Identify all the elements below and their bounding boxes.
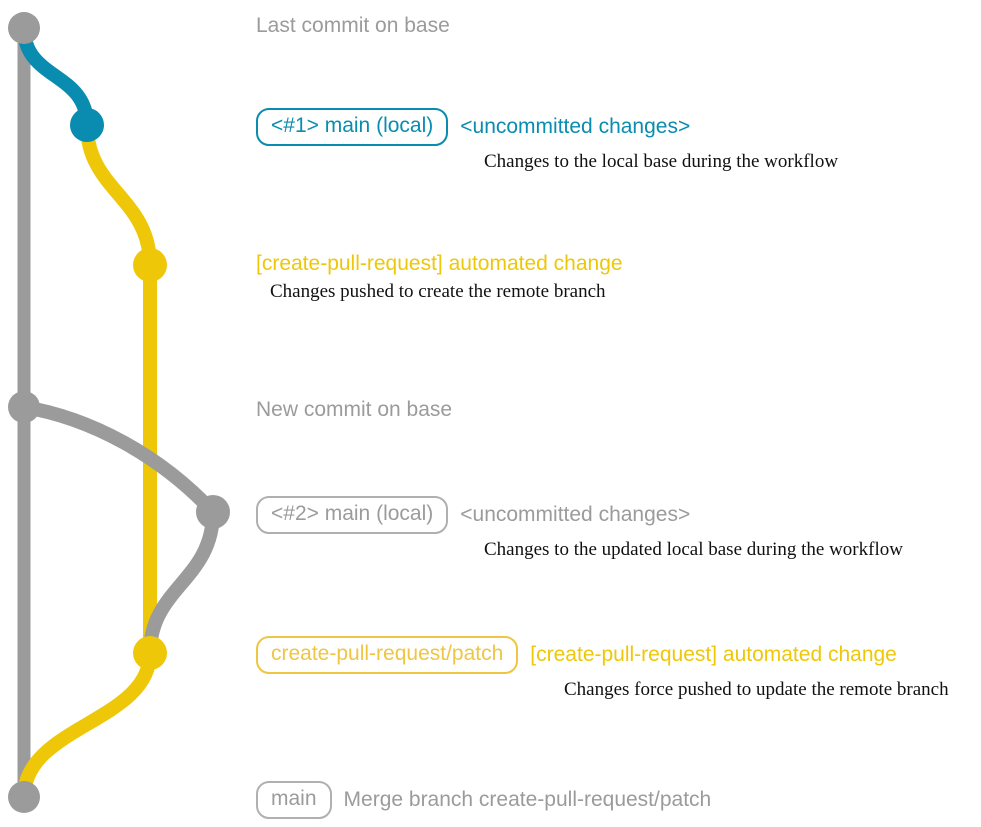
edge-local-to-remote xyxy=(80,118,157,272)
commit-node-automated-change-update xyxy=(133,636,167,670)
commit-headline: [create-pull-request] automated change xyxy=(256,252,623,276)
ref-badge-main-local-2[interactable]: <#2> main (local) xyxy=(256,496,449,534)
commit-headline: create-pull-request/patch [create-pull-r… xyxy=(256,636,949,674)
commit-headline: <#1> main (local) <uncommitted changes> xyxy=(256,108,838,146)
ref-badge-main-local-1[interactable]: <#1> main (local) xyxy=(256,108,449,146)
edge-base-to-local xyxy=(17,21,94,132)
commit-row-last-commit-on-base: Last commit on base xyxy=(256,14,450,38)
commit-node-merge-commit xyxy=(8,781,40,813)
commit-node-local-uncommitted-1 xyxy=(70,108,104,142)
commit-row-automated-change-update: create-pull-request/patch [create-pull-r… xyxy=(256,636,949,701)
commit-row-automated-change-create: [create-pull-request] automated change C… xyxy=(256,252,623,303)
commit-node-new-commit-on-base xyxy=(8,391,40,423)
commit-row-new-commit-on-base: New commit on base xyxy=(256,398,452,422)
commit-subject: New commit on base xyxy=(256,398,453,421)
commit-row-local-uncommitted-1: <#1> main (local) <uncommitted changes> … xyxy=(256,108,838,173)
commit-description: Changes pushed to create the remote bran… xyxy=(270,281,606,302)
commit-node-automated-change-create xyxy=(133,248,167,282)
commit-description: Changes to the updated local base during… xyxy=(484,539,903,560)
commit-headline: <#2> main (local) <uncommitted changes> xyxy=(256,496,903,534)
ref-badge-main[interactable]: main xyxy=(256,781,332,819)
commit-node-local-uncommitted-2 xyxy=(196,495,230,529)
commit-subject: <uncommitted changes> xyxy=(460,115,691,138)
edge-forcepush-to-merge xyxy=(17,646,157,804)
commit-subject: Merge branch create-pull-request/patch xyxy=(343,788,712,811)
commit-description: Changes force pushed to update the remot… xyxy=(564,679,949,700)
commit-row-local-uncommitted-2: <#2> main (local) <uncommitted changes> … xyxy=(256,496,903,561)
edge-checkout-to-forcepush xyxy=(143,505,220,660)
edge-newbase-to-checkout xyxy=(17,400,220,519)
ref-badge-create-pull-request-patch[interactable]: create-pull-request/patch xyxy=(256,636,519,674)
commit-node-last-commit-on-base xyxy=(8,12,40,44)
commit-subject: Last commit on base xyxy=(256,14,450,37)
commit-subject: [create-pull-request] automated change xyxy=(256,252,623,275)
commit-subject: [create-pull-request] automated change xyxy=(530,643,897,666)
commit-headline: main Merge branch create-pull-request/pa… xyxy=(256,781,711,819)
commit-description: Changes to the local base during the wor… xyxy=(484,151,839,172)
commit-row-merge-commit: main Merge branch create-pull-request/pa… xyxy=(256,781,711,819)
commit-subject: <uncommitted changes> xyxy=(460,503,691,526)
commit-graph xyxy=(8,12,230,813)
